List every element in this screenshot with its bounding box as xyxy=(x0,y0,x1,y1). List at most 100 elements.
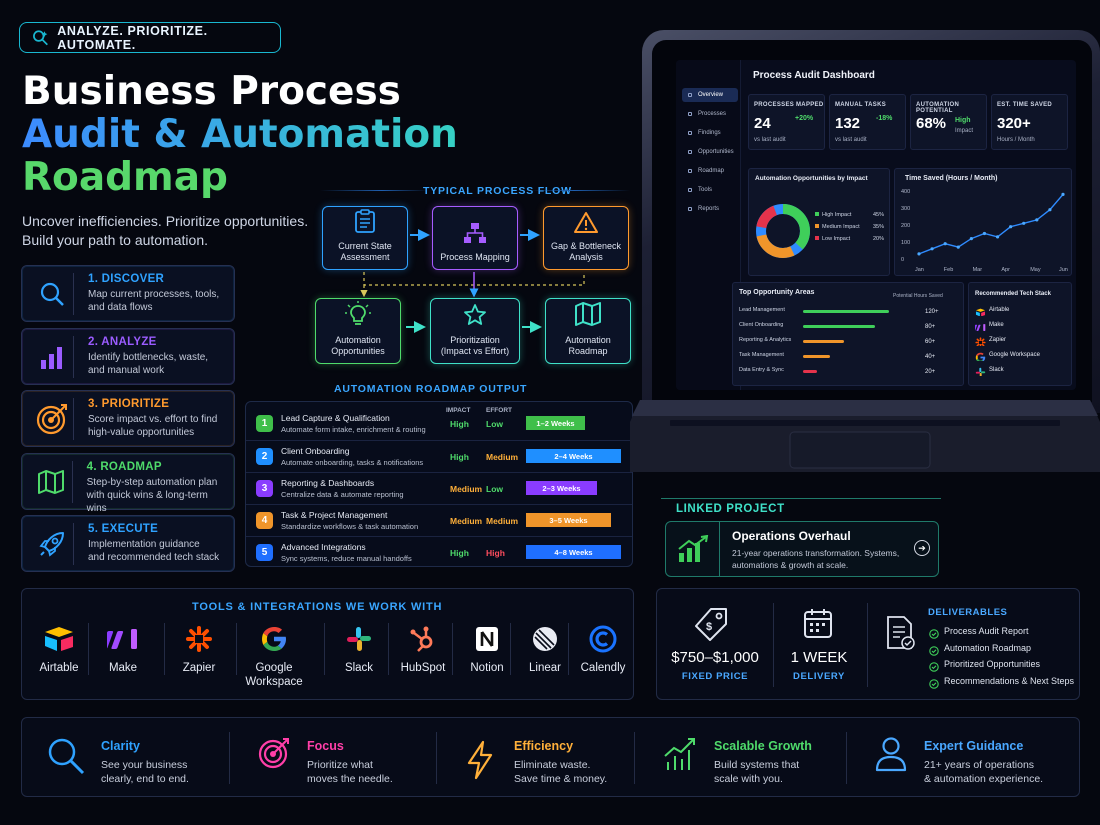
area-label: Data Entry & Sync xyxy=(739,367,784,373)
deliverable-item: Process Audit Report xyxy=(944,626,1029,636)
line-point xyxy=(969,237,973,241)
tool-item[interactable]: Linear xyxy=(516,625,574,675)
linear-icon xyxy=(516,625,574,653)
check-circle-icon xyxy=(929,659,939,672)
donut-card: Automation Opportunities by Impact High … xyxy=(748,168,890,276)
top-areas-title: Top Opportunity Areas xyxy=(739,289,815,296)
area-value: 80+ xyxy=(925,324,936,330)
benefit-divider xyxy=(634,732,635,784)
lightbulb-icon xyxy=(345,301,371,330)
area-label: Lead Management xyxy=(739,307,785,313)
y-tick-label: 200 xyxy=(901,223,910,229)
impact-col-header: IMPACT xyxy=(446,407,471,414)
dashboard-sidebar xyxy=(676,60,741,390)
dashboard-nav-item[interactable]: Overview xyxy=(682,88,738,102)
nav-dot-icon xyxy=(688,150,692,154)
tool-divider xyxy=(568,623,569,675)
kpi-value: 68% xyxy=(916,115,947,132)
x-tick-label: Jan xyxy=(915,267,924,273)
nav-dot-icon xyxy=(688,207,692,211)
arrow-right-icon[interactable]: ➔ xyxy=(914,540,930,556)
linked-project-desc-1: 21-year operations transformation. Syste… xyxy=(732,548,900,558)
laptop-base xyxy=(630,400,1100,472)
flow-node-label-1: Current State xyxy=(338,241,392,251)
x-tick-label: Apr xyxy=(1001,267,1010,273)
flow-node-label-2: Analysis xyxy=(569,252,603,262)
tool-item[interactable]: Slack xyxy=(330,625,388,675)
deliverable-item: Prioritized Opportunities xyxy=(944,659,1041,669)
tool-item[interactable]: Notion xyxy=(458,625,516,675)
deliverable-item: Recommendations & Next Steps xyxy=(944,675,1075,686)
delivery-label: DELIVERY xyxy=(793,671,845,682)
legend-swatch xyxy=(815,212,819,216)
search-spark-icon xyxy=(33,29,48,45)
tool-item[interactable]: Calendly xyxy=(574,625,632,675)
row-timeline-bar: 2–4 Weeks xyxy=(526,449,621,463)
tool-item[interactable]: Airtable xyxy=(30,625,88,675)
row-desc: Centralize data & automate reporting xyxy=(281,490,404,499)
tool-item[interactable]: Make xyxy=(94,625,152,675)
flow-heading-rule xyxy=(320,190,630,191)
tech-stack-title: Recommended Tech Stack xyxy=(975,291,1051,297)
warning-icon xyxy=(574,211,598,236)
delivery-value: 1 WEEK xyxy=(790,649,848,666)
deliverables-heading: DELIVERABLES xyxy=(928,607,1008,618)
tool-label: Zapier xyxy=(182,662,216,674)
map-icon xyxy=(574,301,602,330)
tech-stack-item: Make xyxy=(989,322,1004,328)
tool-label: Calendly xyxy=(580,662,626,674)
row-effort: Medium xyxy=(486,516,519,526)
linked-project-title: Operations Overhaul xyxy=(732,529,851,543)
dashboard-nav-item[interactable]: Processes xyxy=(682,107,738,121)
row-timeline-bar: 2–3 Weeks xyxy=(526,481,597,495)
dashboard-nav-item[interactable]: Opportunities xyxy=(682,145,738,159)
linked-project-card[interactable]: Operations Overhaul 21-year operations t… xyxy=(665,521,939,577)
area-bar xyxy=(803,340,844,343)
tools-heading: TOOLS & INTEGRATIONS WE WORK WITH xyxy=(192,601,443,613)
flow-node-label-1: Process Mapping xyxy=(440,252,510,262)
subtitle: Uncover inefficiencies. Prioritize oppor… xyxy=(22,212,322,250)
step-desc-1: Implementation guidance xyxy=(88,539,200,550)
flow-node-label-1: Prioritization xyxy=(450,335,500,345)
flow-node-label-2: Opportunities xyxy=(331,346,385,356)
area-bar xyxy=(803,370,817,373)
kpi-value: 132 xyxy=(835,115,861,132)
line-point xyxy=(930,247,934,251)
benefit-divider xyxy=(229,732,230,784)
x-tick-label: Mar xyxy=(973,267,983,273)
area-label: Task Management xyxy=(739,352,784,358)
flow-arrows xyxy=(360,229,585,333)
tool-item[interactable]: HubSpot xyxy=(394,625,452,675)
y-tick-label: 400 xyxy=(901,189,910,195)
row-impact: Medium xyxy=(450,516,483,526)
row-impact: High xyxy=(450,548,469,558)
line-point xyxy=(1061,192,1065,196)
y-tick-label: 300 xyxy=(901,206,910,212)
google-icon xyxy=(240,625,308,653)
tagline-text: ANALYZE. PRIORITIZE. AUTOMATE. xyxy=(57,23,208,52)
tool-item[interactable]: Zapier xyxy=(170,625,228,675)
linked-project-heading: LINKED PROJECT xyxy=(676,503,785,515)
dashboard-title: Process Audit Dashboard xyxy=(753,70,875,81)
dashboard-nav-item[interactable]: Reports xyxy=(682,202,738,216)
dashboard-nav-item[interactable]: Findings xyxy=(682,126,738,140)
dashboard-nav-item[interactable]: Tools xyxy=(682,183,738,197)
dashboard-nav-item[interactable]: Roadmap xyxy=(682,164,738,178)
